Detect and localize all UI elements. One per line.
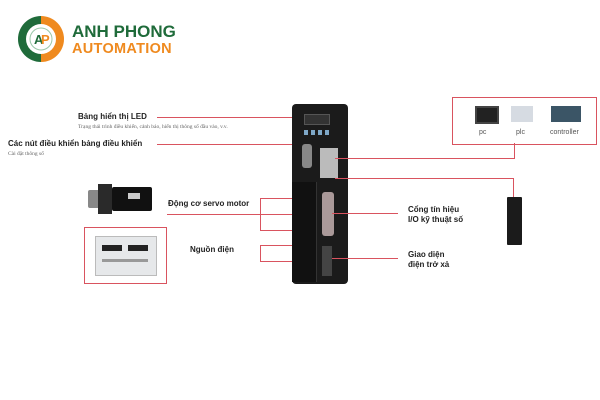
- devices-box: pc plc controller: [452, 97, 597, 145]
- io-port-label-1: Cổng tín hiệu: [408, 205, 460, 214]
- power-label: Nguồn điện: [190, 245, 234, 254]
- controller-icon: [551, 106, 581, 122]
- brand-tagline: AUTOMATION: [72, 41, 172, 57]
- servo-motor-image: [88, 182, 154, 216]
- control-buttons-label: Các nút điều khiển bảng điều khiển: [8, 139, 143, 148]
- io-port-label-2: I/O kỹ thuật số: [408, 215, 464, 224]
- io-connector: [322, 192, 334, 236]
- led-display-desc: Trạng thái trình điều khiển, cảnh báo, h…: [78, 124, 228, 130]
- logo: A P: [16, 14, 66, 64]
- led-display: [304, 114, 330, 125]
- brake-resistor-label-1: Giao diện: [408, 250, 445, 259]
- control-buttons: [304, 130, 330, 135]
- power-supply-image: [95, 236, 157, 276]
- device-label-pc: pc: [479, 129, 487, 136]
- plc-icon: [511, 106, 533, 122]
- gear-logo-icon: A P: [18, 16, 64, 62]
- servo-drive-image: [292, 104, 348, 284]
- device-label-controller: controller: [550, 129, 579, 136]
- svg-text:A: A: [34, 32, 44, 47]
- rj45-ports: [320, 148, 338, 178]
- pc-icon: [475, 106, 499, 124]
- servo-motor-label: Động cơ servo motor: [168, 199, 250, 208]
- control-buttons-desc: Cài đặt thông số: [8, 151, 44, 157]
- power-supply-box: [84, 227, 167, 284]
- device-label-plc: plc: [516, 129, 525, 136]
- svg-text:P: P: [41, 32, 50, 47]
- brand-name: ANH PHONG: [72, 22, 176, 41]
- brake-resistor-label-2: điện trở xả: [408, 260, 450, 269]
- brake-terminal: [322, 246, 332, 276]
- led-display-label: Bảng hiển thị LED: [78, 112, 147, 121]
- secondary-drive-image: [507, 197, 522, 245]
